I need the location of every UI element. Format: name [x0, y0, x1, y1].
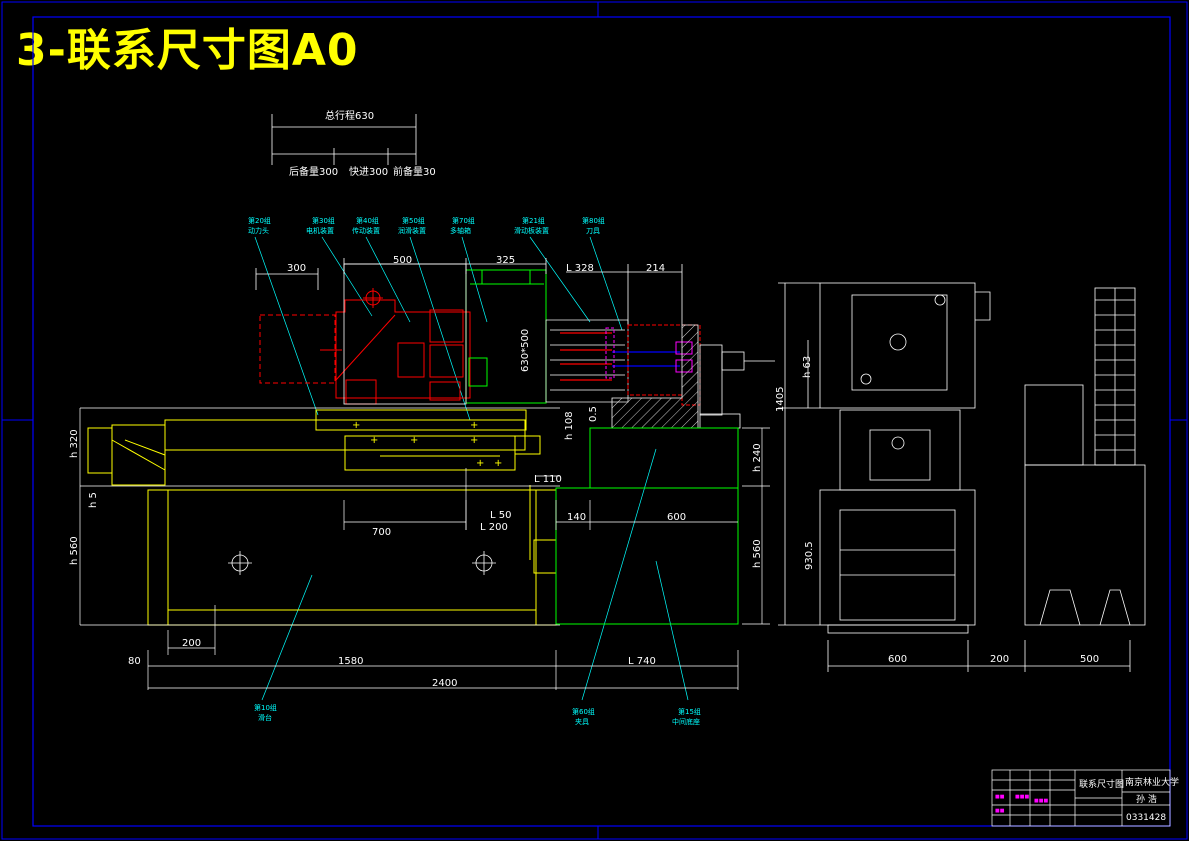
- svg-text:+: +: [370, 435, 378, 446]
- spindle-box: [465, 269, 547, 404]
- callout-label: 滑台: [258, 713, 272, 722]
- tool-blue: [612, 351, 680, 367]
- dim-text: 600: [667, 512, 686, 523]
- middle-base: [555, 427, 739, 625]
- end-view: [778, 282, 1131, 672]
- dim-text: 200: [182, 638, 201, 649]
- side-view-dimlines: [79, 407, 770, 690]
- dim-text: 214: [646, 263, 665, 274]
- dim-text: 200: [990, 654, 1009, 665]
- dim-text: 0.5: [588, 406, 599, 422]
- dim-text: 300: [287, 263, 306, 274]
- dim-text: 1405: [775, 387, 786, 412]
- dim-text: 630*500: [520, 329, 531, 372]
- dim-text: 500: [393, 255, 412, 266]
- back-stroke-label: 后备量300: [289, 165, 338, 178]
- dim-text: h 240: [752, 443, 763, 472]
- dim-text: 500: [1080, 654, 1099, 665]
- title-block-marks: ■■■■■ ■■■■■: [995, 794, 1048, 814]
- svg-text:+: +: [476, 458, 484, 469]
- svg-text:■■■: ■■■: [1034, 798, 1048, 804]
- dim-text: L 740: [628, 656, 656, 667]
- callout-label: 刀具: [586, 227, 600, 235]
- callout-label: 滑动板装置: [514, 226, 549, 235]
- workpiece: [605, 327, 693, 379]
- hydraulic-station: [1024, 287, 1146, 626]
- callout-label: 润滑装置: [398, 226, 426, 235]
- side-view-dims: 300 500 325 L 328 214 630*500 h 108 0.5 …: [69, 255, 763, 689]
- callout-label: 第20组: [248, 216, 271, 225]
- dim-text: h 560: [69, 536, 80, 565]
- callout-label: 电机装置: [306, 226, 334, 235]
- fixture-block: [611, 324, 699, 429]
- end-view-dims: h 63 1405 930.5 600 200 500: [775, 356, 1099, 665]
- callout-label: 传动装置: [352, 226, 380, 235]
- dim-text: L 110: [534, 474, 562, 485]
- callout-label: 第60组: [572, 707, 595, 716]
- tooling: [545, 319, 629, 403]
- callout-label: 第40组: [356, 216, 379, 225]
- bottom-callouts: 第10组 滑台 第60组 夹具 第15组 中间底座: [254, 703, 701, 726]
- dim-text: h 63: [802, 356, 813, 378]
- svg-text:+: +: [410, 435, 418, 446]
- callout-label: 夹具: [575, 717, 589, 726]
- callout-label: 第80组: [582, 216, 605, 225]
- slide-plus-marks: + + + + + + +: [352, 420, 502, 469]
- base-holes: [228, 551, 496, 575]
- total-stroke-label: 总行程630: [325, 109, 374, 122]
- motor-assembly: [259, 288, 471, 405]
- dim-text: h 108: [564, 411, 575, 440]
- svg-text:+: +: [470, 435, 478, 446]
- dim-text: 140: [567, 512, 586, 523]
- dim-text: L 50: [490, 510, 511, 521]
- dim-text: h 560: [752, 539, 763, 568]
- dim-text: 930.5: [804, 541, 815, 570]
- title-block: [991, 769, 1171, 827]
- dim-text: 1580: [338, 656, 363, 667]
- stroke-dimension-chain: [271, 114, 417, 165]
- callout-label: 中间底座: [672, 717, 700, 726]
- svg-text:■■: ■■: [995, 808, 1005, 814]
- top-callouts: 第20组 动力头 第30组 电机装置 第40组 传动装置 第50组 润滑装置 第…: [248, 216, 605, 235]
- callout-label: 多轴箱: [450, 226, 471, 235]
- dim-text: L 200: [480, 522, 508, 533]
- inner-border: [32, 16, 1171, 827]
- slide-unit: [87, 409, 557, 626]
- callout-label: 第30组: [312, 216, 335, 225]
- callout-label: 第50组: [402, 216, 425, 225]
- fast-stroke-label: 快进300: [349, 166, 388, 178]
- dim-text: 80: [128, 656, 141, 667]
- fixture-clamp: [699, 344, 775, 429]
- svg-text:+: +: [494, 458, 502, 469]
- dim-text: 600: [888, 654, 907, 665]
- title-block-author: 孙 浩: [1136, 793, 1157, 805]
- dim-text: 2400: [432, 678, 457, 689]
- title-block-drawing-name: 联系尺寸图: [1079, 778, 1124, 790]
- svg-text:+: +: [352, 420, 360, 431]
- callout-label: 动力头: [248, 226, 269, 235]
- callout-label: 第10组: [254, 703, 277, 712]
- head-outline: [255, 258, 683, 405]
- title-block-school: 南京林业大学: [1125, 776, 1179, 788]
- front-stroke-label: 前备量30: [393, 165, 436, 178]
- dim-text: 325: [496, 255, 515, 266]
- svg-text:■■: ■■: [995, 794, 1005, 800]
- callout-label: 第70组: [452, 216, 475, 225]
- base-side-box: [533, 539, 557, 574]
- dim-text: h 320: [69, 429, 80, 458]
- tool-highlights: [560, 332, 612, 381]
- title-block-number: 0331428: [1126, 813, 1166, 823]
- leader-lines: [254, 236, 689, 701]
- dim-text: L 328: [566, 263, 594, 274]
- callout-label: 第15组: [678, 707, 701, 716]
- callout-label: 第21组: [522, 216, 545, 225]
- dim-text: 700: [372, 527, 391, 538]
- svg-text:+: +: [470, 420, 478, 431]
- drawing-title: 3-联系尺寸图A0: [16, 25, 359, 76]
- svg-text:■■■: ■■■: [1015, 794, 1029, 800]
- dim-text: h 5: [88, 492, 99, 508]
